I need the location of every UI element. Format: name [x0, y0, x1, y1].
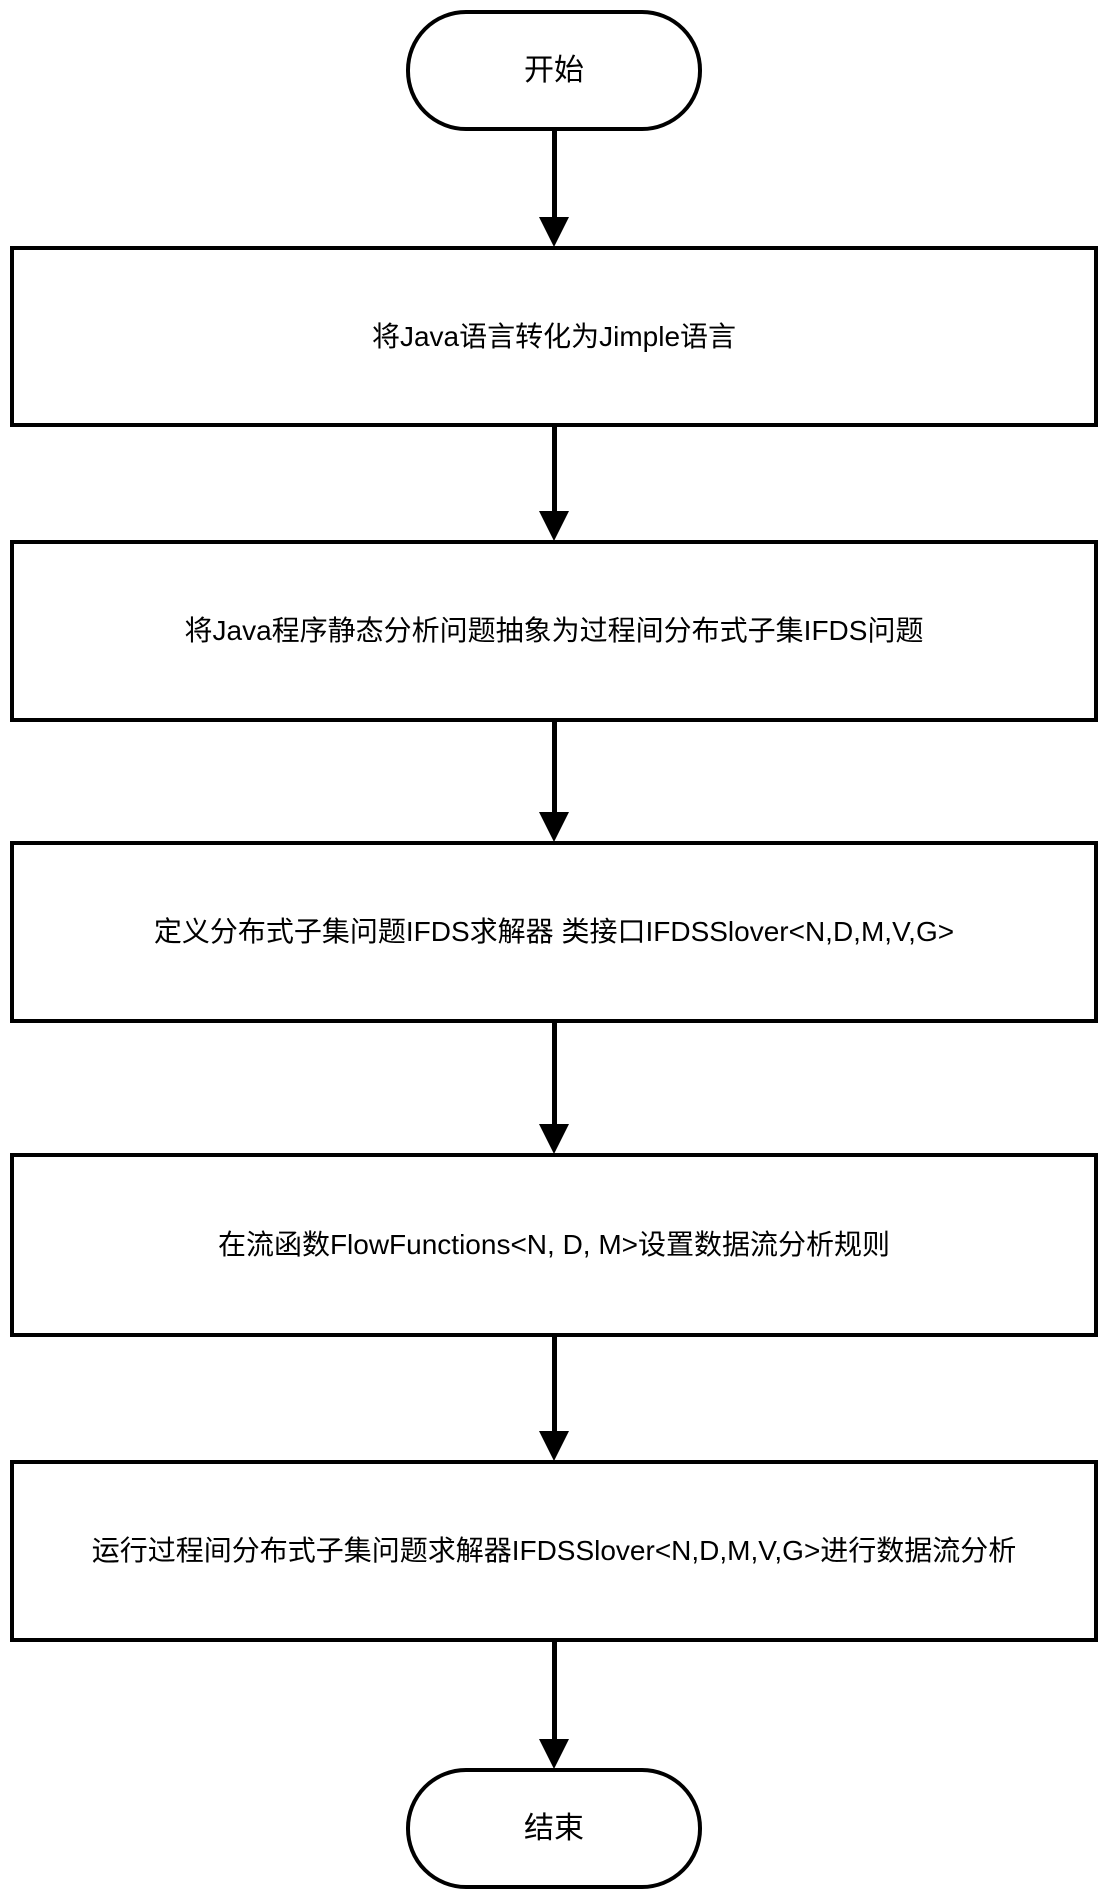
arrow-head-icon	[539, 511, 569, 541]
arrow-shaft	[551, 1642, 557, 1743]
end-terminal: 结束	[406, 1768, 702, 1889]
arrow-head-icon	[539, 812, 569, 842]
process-box-2: 将Java程序静态分析问题抽象为过程间分布式子集IFDS问题	[10, 540, 1098, 722]
process-label-4: 在流函数FlowFunctions<N, D, M>设置数据流分析规则	[217, 1229, 891, 1260]
end-label: 结束	[524, 1811, 584, 1845]
start-label: 开始	[524, 53, 584, 87]
arrow-step-5-to-end	[539, 1642, 569, 1769]
process-label-3: 定义分布式子集问题IFDS求解器 类接口IFDSSlover<N,D,M,V,G…	[153, 916, 955, 947]
arrow-head-icon	[539, 1739, 569, 1769]
process-box-3: 定义分布式子集问题IFDS求解器 类接口IFDSSlover<N,D,M,V,G…	[10, 841, 1098, 1023]
process-box-4: 在流函数FlowFunctions<N, D, M>设置数据流分析规则	[10, 1153, 1098, 1337]
arrow-shaft	[551, 1337, 557, 1435]
process-box-5: 运行过程间分布式子集问题求解器IFDSSlover<N,D,M,V,G>进行数据…	[10, 1460, 1098, 1642]
process-label-5: 运行过程间分布式子集问题求解器IFDSSlover<N,D,M,V,G>进行数据…	[91, 1535, 1017, 1566]
arrow-head-icon	[539, 1124, 569, 1154]
process-box-1: 将Java语言转化为Jimple语言	[10, 246, 1098, 427]
arrow-head-icon	[539, 1431, 569, 1461]
arrow-step-4-to-step-5	[539, 1337, 569, 1461]
arrow-shaft	[551, 427, 557, 515]
arrow-step-1-to-step-2	[539, 427, 569, 541]
arrow-shaft	[551, 131, 557, 221]
arrow-shaft	[551, 1023, 557, 1128]
process-label-2: 将Java程序静态分析问题抽象为过程间分布式子集IFDS问题	[184, 615, 924, 646]
arrow-start-to-step-1	[539, 131, 569, 247]
arrow-shaft	[551, 722, 557, 816]
start-terminal: 开始	[406, 10, 702, 131]
arrow-step-3-to-step-4	[539, 1023, 569, 1154]
arrow-head-icon	[539, 217, 569, 247]
arrow-step-2-to-step-3	[539, 722, 569, 842]
process-label-1: 将Java语言转化为Jimple语言	[371, 320, 737, 352]
